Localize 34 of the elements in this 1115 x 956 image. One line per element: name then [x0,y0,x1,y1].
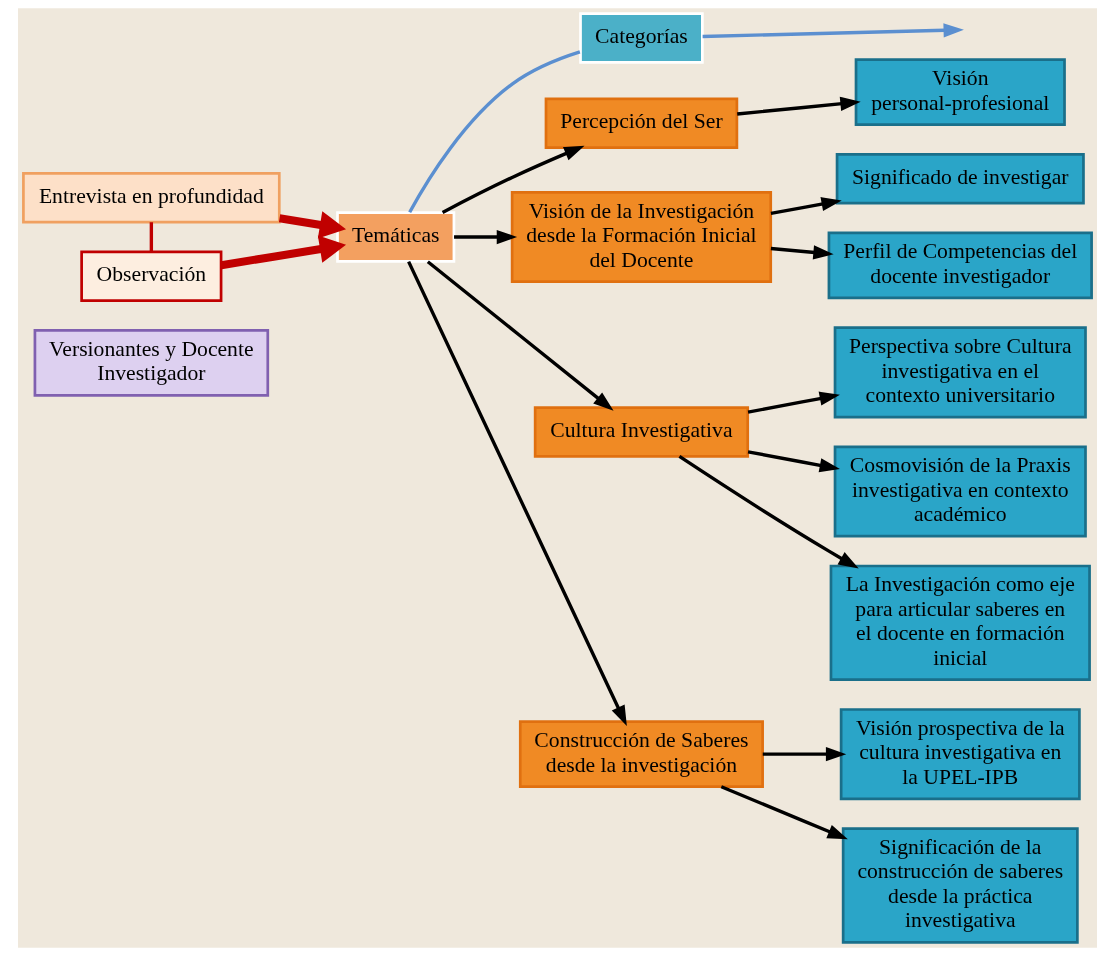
node-box: Cosmovisión de la Praxis investigativa en contexto académico [833,445,1087,538]
node-box: Visión de la Investigación desde la Formación Inicial del Docente [510,191,773,284]
node-box: Categorías [579,12,704,64]
arrow [407,260,627,726]
arrow [720,785,848,840]
node-box: Temáticas [336,211,456,263]
arrow [770,197,842,216]
node-box: Perspectiva sobre Cultura investigativa en el contexto universitario [833,326,1087,419]
node-box: Significación de la construcción de saberes desde la práctica investigativa [841,827,1079,944]
arrow [278,211,347,239]
arrow [220,235,347,270]
arrow [762,747,847,762]
arrow [747,450,840,473]
node-box: Perfil de Competencias del docente investigador [827,231,1093,300]
connector [149,222,154,252]
arrow [702,23,964,39]
node-box: Observación [80,250,223,302]
node-box: Versionantes y Docente Investigador [33,329,270,397]
arrow [770,245,834,260]
node-box: Percepción del Ser [544,97,739,150]
node-box: Visión prospectiva de la cultura investigativa en la UPEL-IPB [839,708,1081,801]
connector [408,50,581,214]
arrow [441,145,585,214]
node-box: Entrevista en profundidad [22,172,281,224]
arrow [454,229,518,245]
arrow [426,260,614,411]
arrow [678,455,859,569]
node-box: Construcción de Saberes desde la investigación [518,720,764,789]
node-box: Significado de investigar [835,153,1085,205]
node-box: La Investigación como eje para articular saberes en el docente en formación inicial [829,564,1091,682]
arrow [747,391,840,414]
arrow [737,96,861,116]
node-box: Visión personal-profesional [854,58,1066,126]
node-box: Cultura Investigativa [533,406,750,458]
